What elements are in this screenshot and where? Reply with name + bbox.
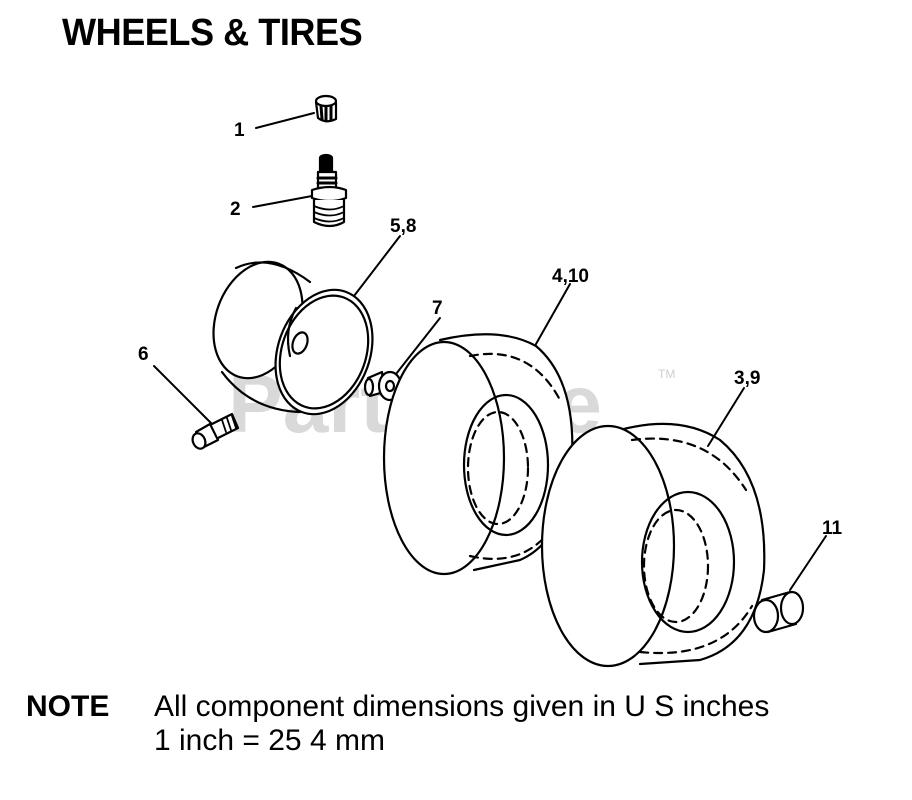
- washer-icon: [363, 370, 403, 402]
- leader-line-7: [395, 317, 441, 375]
- callout-3-9: 3,9: [734, 368, 760, 389]
- callout-5-8: 5,8: [390, 216, 416, 237]
- tire-icon-front: [382, 333, 574, 576]
- callout-1: 1: [234, 120, 245, 141]
- wheel-rim-icon: [212, 260, 374, 416]
- page-title: WHEELS & TIRES: [62, 12, 363, 54]
- leader-line-4-10: [535, 283, 571, 345]
- note-line-1: All component dimensions given in U S in…: [154, 690, 770, 723]
- callout-11: 11: [822, 518, 843, 539]
- leader-line-5-8: [353, 235, 401, 297]
- leader-line-11: [789, 535, 827, 591]
- bolt-icon: [191, 412, 240, 450]
- watermark-trademark: TM: [658, 367, 675, 381]
- valve-cap-icon: [314, 94, 338, 123]
- leader-line-1: [255, 112, 315, 129]
- note-label: NOTE: [26, 690, 110, 723]
- note-line-2: 1 inch = 25 4 mm: [154, 724, 385, 757]
- valve-stem-icon: [310, 153, 348, 228]
- leader-line-6: [153, 365, 213, 425]
- callout-7: 7: [432, 298, 443, 319]
- callout-4-10: 4,10: [552, 266, 589, 287]
- bushing-icon: [752, 590, 805, 634]
- tire-icon-rear: [540, 422, 766, 668]
- leader-line-3-9: [707, 387, 745, 447]
- callout-2: 2: [230, 199, 241, 220]
- callout-6: 6: [138, 344, 149, 365]
- leader-line-2: [252, 195, 313, 208]
